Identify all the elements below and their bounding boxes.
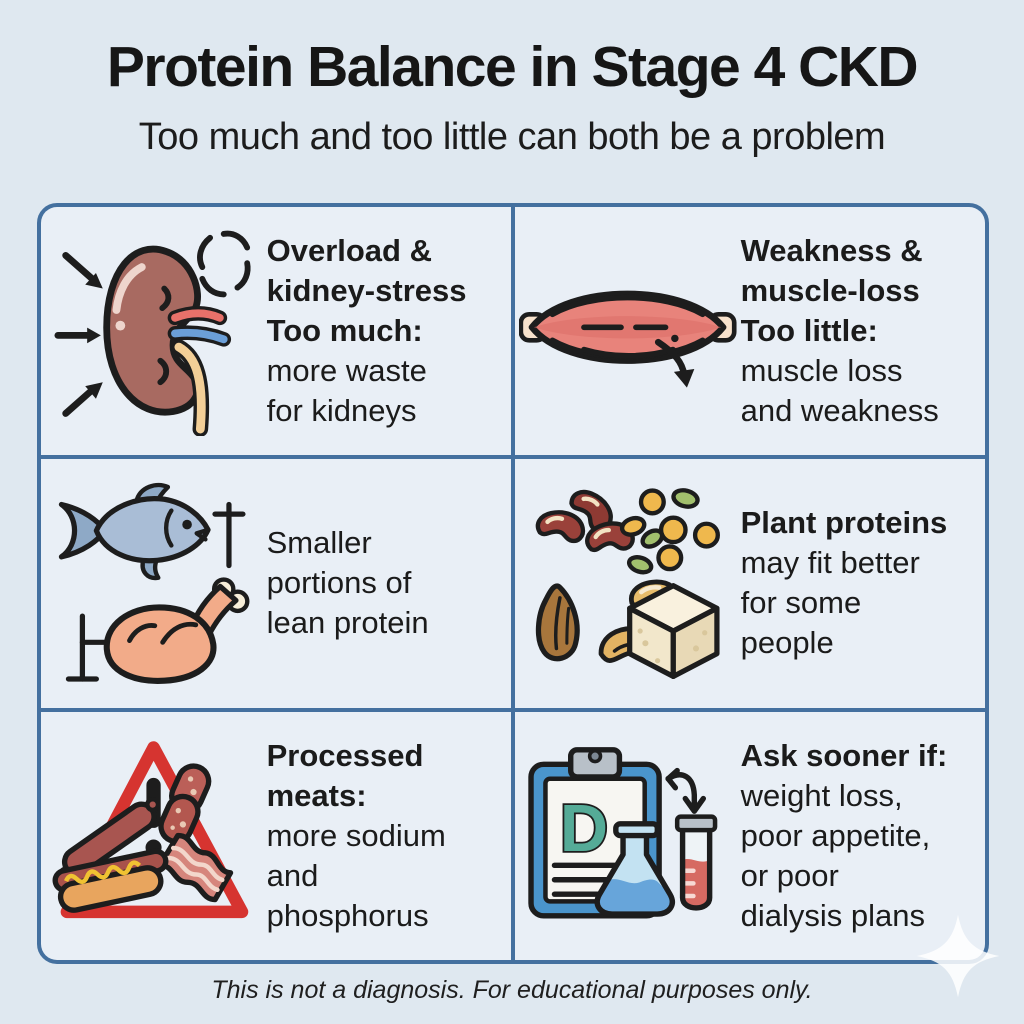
sparkle-watermark-icon: [915, 913, 1001, 999]
cell-line: Ask sooner if:: [740, 737, 948, 773]
cell-line: or poor: [740, 857, 839, 893]
cell-line: poor appetite,: [740, 817, 931, 853]
disclaimer-text: This is not a diagnosis. For educational…: [211, 976, 813, 1004]
cell-text: Ask sooner if: weight loss, poor appetit…: [741, 736, 985, 936]
cell-line: Too little:: [740, 313, 878, 349]
cell-line: Processed: [266, 737, 424, 773]
page-title: Protein Balance in Stage 4 CKD: [106, 35, 919, 99]
cell-line: phosphorus: [266, 897, 429, 933]
cell-text: Overload & kidney-stress Too much: more …: [267, 231, 511, 431]
cell-line: for some: [740, 585, 862, 621]
cell-ask-sooner: D: [515, 711, 985, 960]
cell-line: kidney-stress: [266, 273, 467, 309]
cell-too-much-kidney-stress: Overload & kidney-stress Too much: more …: [41, 207, 511, 456]
cell-line: weight loss,: [740, 777, 903, 813]
clipboard-and-labs-icon: D: [515, 739, 741, 933]
cell-line: and weakness: [740, 393, 939, 429]
cell-line: Overload &: [266, 233, 432, 269]
cell-line: muscle-loss: [740, 273, 920, 309]
cell-plant-proteins: Plant proteins may fit better for some p…: [515, 459, 985, 708]
cell-text: Plant proteins may fit better for some p…: [741, 503, 985, 663]
cell-text: Processed meats: more sodium and phospho…: [267, 736, 511, 936]
cell-line: Weakness &: [740, 233, 923, 269]
cell-line: dialysis plans: [740, 897, 925, 933]
cell-line: may fit better: [740, 545, 920, 581]
cell-line: portions of: [266, 565, 412, 601]
cell-line: more sodium: [266, 817, 446, 853]
cell-line: for kidneys: [266, 393, 417, 429]
cell-too-little-muscle-loss: Weakness & muscle-loss Too little: muscl…: [515, 207, 985, 456]
cell-line: muscle loss: [740, 353, 903, 389]
cell-line: meats:: [266, 777, 367, 813]
cell-line: Plant proteins: [740, 505, 948, 541]
cell-line: lean protein: [266, 605, 429, 641]
muscle-loss-icon: [515, 266, 741, 396]
cell-line: people: [740, 625, 834, 661]
fish-and-poultry-icon: [41, 478, 267, 688]
cell-line: more waste: [266, 353, 427, 389]
cell-line: Smaller: [266, 525, 372, 561]
kidney-stress-icon: [41, 226, 267, 437]
svg-text:D: D: [560, 792, 608, 866]
cell-text: Weakness & muscle-loss Too little: muscl…: [741, 231, 985, 431]
plant-proteins-icon: [515, 481, 741, 686]
cell-processed-meats: Processed meats: more sodium and phospho…: [41, 711, 511, 960]
cell-text: Smaller portions of lean protein: [267, 523, 511, 643]
info-grid: Overload & kidney-stress Too much: more …: [37, 203, 989, 964]
cell-line: and: [266, 857, 319, 893]
cell-line: Too much:: [266, 313, 423, 349]
cell-lean-protein-portions: Smaller portions of lean protein: [41, 459, 511, 708]
processed-meats-warning-icon: [41, 735, 267, 936]
page-subtitle: Too much and too little can both be a pr…: [138, 116, 886, 158]
